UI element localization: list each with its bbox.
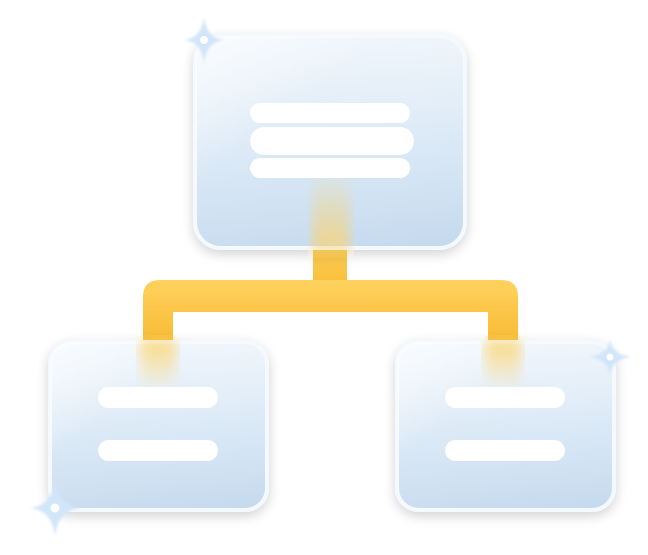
child-node-card-right [395, 340, 616, 512]
sparkle-icon [29, 16, 632, 538]
connector-lines [143, 238, 518, 348]
parent-text-line-1 [250, 103, 410, 123]
left-text-line-1 [98, 387, 218, 408]
parent-text-line-3 [250, 158, 410, 178]
parent-node-card [193, 34, 467, 250]
left-text-line-2 [98, 440, 218, 461]
child-node-card-left [48, 340, 269, 512]
right-text-line-2 [445, 440, 565, 461]
parent-text-line-2 [250, 127, 414, 155]
right-text-line-1 [445, 387, 565, 408]
